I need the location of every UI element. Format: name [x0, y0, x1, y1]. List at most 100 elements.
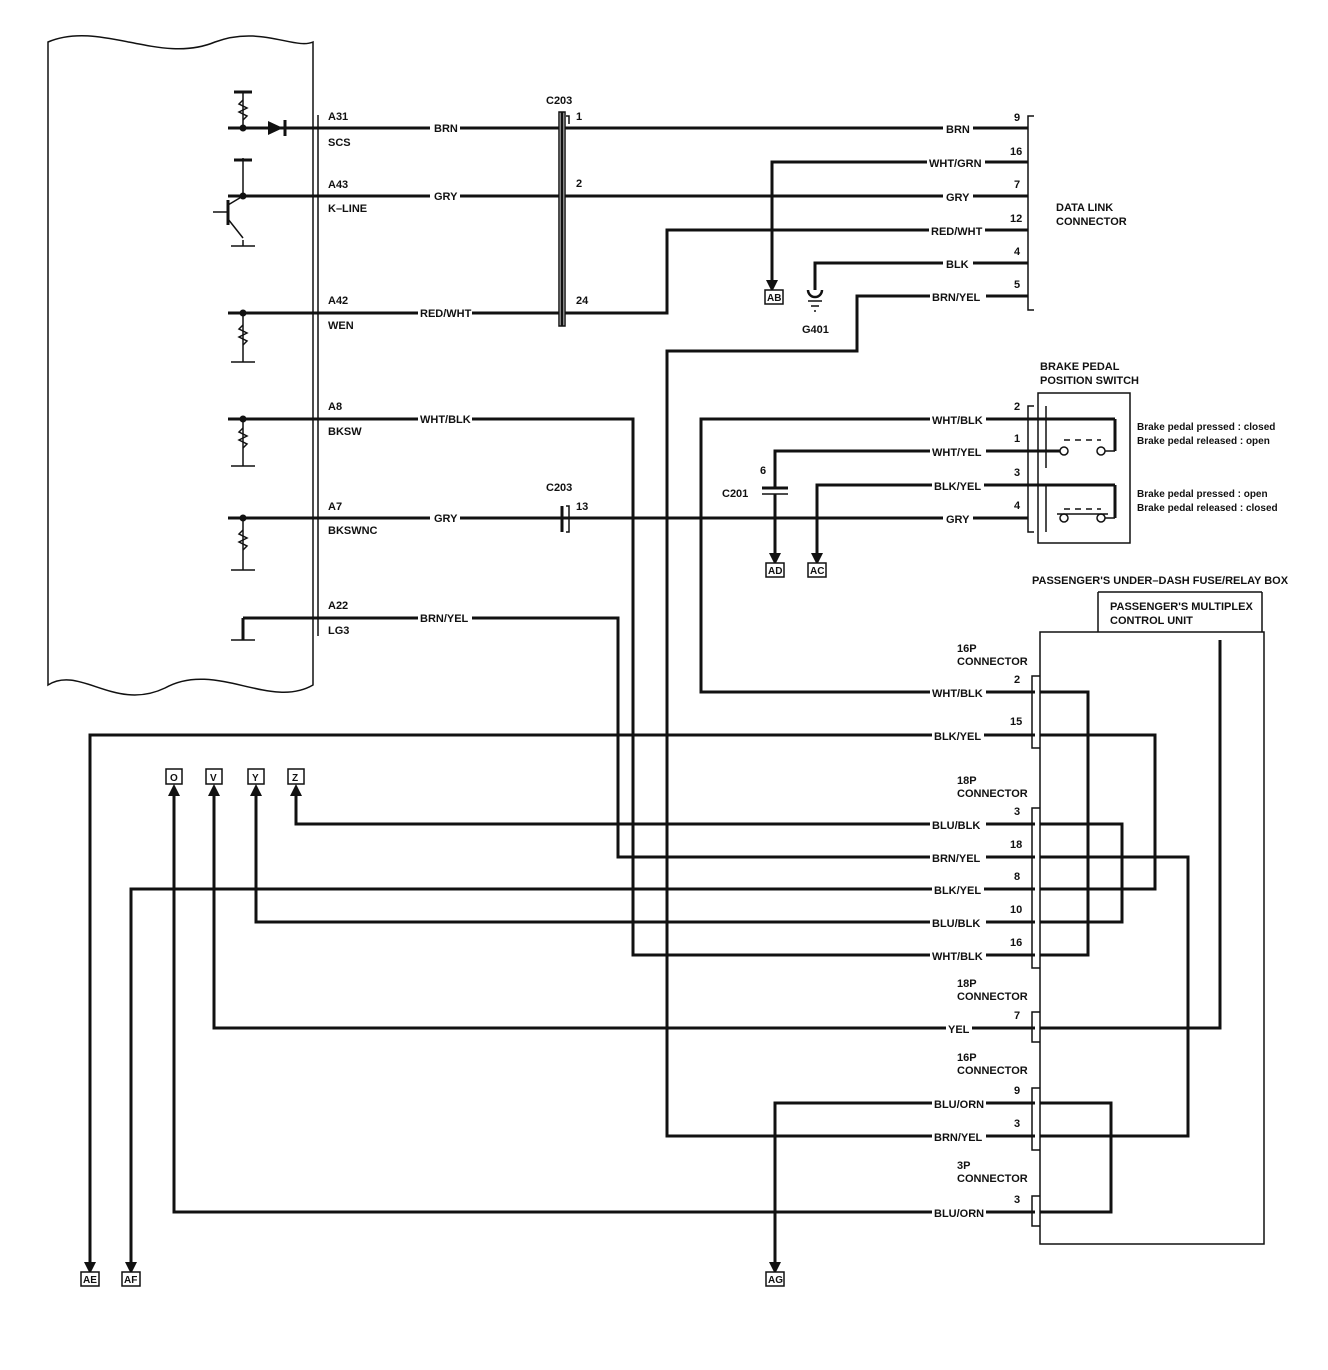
brake-switch-rows: WHT/BLK 2 WHT/YEL 1 BLK/YEL 3 GRY 4	[930, 401, 1021, 526]
tag-z: Z	[292, 773, 298, 784]
ecm-term-scs: SCS	[328, 137, 351, 149]
c4-pin-9: 9	[1014, 1085, 1020, 1097]
wire-label-gry: GRY	[434, 191, 458, 203]
tag-ae: AE	[83, 1275, 97, 1286]
tag-ac: AC	[810, 566, 824, 577]
wire-label-red-wht: RED/WHT	[420, 308, 472, 320]
tag-o: O	[170, 773, 178, 784]
c5-pin-3: 3	[1014, 1194, 1020, 1206]
brake-note-2b: Brake pedal released : closed	[1137, 503, 1278, 514]
tag-ad: AD	[768, 566, 782, 577]
brake-note-1b: Brake pedal released : open	[1137, 436, 1270, 447]
ecm-internal-circuits	[213, 90, 318, 641]
c2-pin-8: 8	[1014, 871, 1020, 883]
dlc-pin-12: 12	[1010, 213, 1022, 225]
diode-icon	[268, 121, 283, 135]
conn2-label-2: CONNECTOR	[957, 788, 1028, 800]
c1-wire-wht-blk: WHT/BLK	[932, 688, 983, 700]
arrow-icons	[84, 280, 823, 1274]
c2-wire-brn-yel: BRN/YEL	[932, 853, 981, 865]
c2-pin-18: 18	[1010, 839, 1022, 851]
tag-ab: AB	[767, 293, 781, 304]
dlc-pin-4: 4	[1014, 246, 1021, 258]
brake-switch-title-2: POSITION SWITCH	[1040, 375, 1139, 387]
dlc-wire-brn-yel: BRN/YEL	[932, 292, 981, 304]
brake-note-1a: Brake pedal pressed : closed	[1137, 422, 1275, 433]
multiplex-unit-label-2: CONTROL UNIT	[1110, 615, 1193, 627]
dlc-label-line2: CONNECTOR	[1056, 216, 1127, 228]
left-wire-labels: BRN GRY RED/WHT WHT/BLK GRY BRN/YEL	[418, 120, 472, 625]
conn5-label-2: CONNECTOR	[957, 1173, 1028, 1185]
conn3-label-1: 18P	[957, 978, 977, 990]
c203-label-2: C203	[546, 482, 572, 494]
ecm-term-kline: K–LINE	[328, 203, 367, 215]
ecm-terminal-labels: A31 SCS A43 K–LINE A42 WEN A8 BKSW A7 BK…	[328, 111, 378, 637]
conn1-label-2: CONNECTOR	[957, 656, 1028, 668]
conn5-label-1: 3P	[957, 1160, 970, 1172]
c1-pin-15: 15	[1010, 716, 1022, 728]
brake-pin-4: 4	[1014, 500, 1021, 512]
conn4-label-2: CONNECTOR	[957, 1065, 1028, 1077]
tag-af: AF	[124, 1275, 137, 1286]
brake-wire-wht-yel: WHT/YEL	[932, 447, 982, 459]
c2-wire-blk-yel: BLK/YEL	[934, 885, 981, 897]
boxed-tags: AB AD AC O V Y Z AE AF AG	[80, 289, 827, 1287]
wires	[88, 126, 1222, 1262]
wire-label-brn: BRN	[434, 123, 458, 135]
wire-label-gry-2: GRY	[434, 513, 458, 525]
conn4-label-1: 16P	[957, 1052, 977, 1064]
wire-label-brn-yel: BRN/YEL	[420, 613, 469, 625]
junction-dots	[239, 124, 247, 522]
c201-connector: 6 C201	[722, 465, 788, 500]
dlc-wire-blk: BLK	[946, 259, 969, 271]
brake-wire-gry: GRY	[946, 514, 970, 526]
tag-v: V	[210, 773, 217, 784]
c2-pin-10: 10	[1010, 904, 1022, 916]
c1-pin-2: 2	[1014, 674, 1020, 686]
c3-pin-7: 7	[1014, 1010, 1020, 1022]
ecm-term-bksw: BKSW	[328, 426, 362, 438]
tag-y: Y	[252, 773, 259, 784]
dlc-pin-16: 16	[1010, 146, 1022, 158]
ecm-term-lg3: LG3	[328, 625, 349, 637]
brake-note-2a: Brake pedal pressed : open	[1137, 489, 1268, 500]
conn1-label-1: 16P	[957, 643, 977, 655]
c2-wire-blu-blk-2: BLU/BLK	[932, 918, 980, 930]
c3-wire-yel: YEL	[948, 1024, 970, 1036]
dlc-wire-red-wht: RED/WHT	[931, 226, 983, 238]
dlc-pin-5: 5	[1014, 279, 1020, 291]
brake-pin-3: 3	[1014, 467, 1020, 479]
connector-rows: WHT/BLK 2 BLK/YEL 15 BLU/BLK 3 BRN/YEL 1…	[930, 674, 1022, 1220]
brake-wire-blk-yel: BLK/YEL	[934, 481, 981, 493]
c203-connector: C203 1 2 24 C203 13	[546, 95, 589, 533]
ecm-pin-a8: A8	[328, 401, 342, 413]
ground-icon: G401	[802, 289, 829, 336]
brake-pedal-switch: BRAKE PEDAL POSITION SWITCH Brake pedal …	[1027, 361, 1278, 544]
ground-label: G401	[802, 324, 829, 336]
ecm-body-outline	[47, 35, 314, 696]
c2-pin-16: 16	[1010, 937, 1022, 949]
ecm-pin-a7: A7	[328, 501, 342, 513]
c203-pin-1: 1	[576, 111, 582, 123]
c2-wire-blu-blk: BLU/BLK	[932, 820, 980, 832]
tag-ag: AG	[768, 1275, 783, 1286]
c2-pin-3: 3	[1014, 806, 1020, 818]
ecm-term-wen: WEN	[328, 320, 354, 332]
brake-switch-title-1: BRAKE PEDAL	[1040, 361, 1120, 373]
c1-wire-blk-yel: BLK/YEL	[934, 731, 981, 743]
c203-pin-2: 2	[576, 178, 582, 190]
c201-label: C201	[722, 488, 748, 500]
ecm-pin-a22: A22	[328, 600, 348, 612]
c201-pin-6: 6	[760, 465, 766, 477]
c4-wire-brn-yel: BRN/YEL	[934, 1132, 983, 1144]
fuse-relay-box: PASSENGER'S UNDER–DASH FUSE/RELAY BOX PA…	[1032, 575, 1289, 1245]
dlc-rows: BRN 9 WHT/GRN 16 GRY 7 RED/WHT 12 BLK 4 …	[927, 112, 1022, 304]
dlc-wire-wht-grn: WHT/GRN	[929, 158, 982, 170]
fuse-box-title: PASSENGER'S UNDER–DASH FUSE/RELAY BOX	[1032, 575, 1289, 587]
multiplex-unit-label-1: PASSENGER'S MULTIPLEX	[1110, 601, 1253, 613]
c5-wire-blu-orn: BLU/ORN	[934, 1208, 984, 1220]
c4-wire-blu-orn: BLU/ORN	[934, 1099, 984, 1111]
brake-pin-1: 1	[1014, 433, 1020, 445]
brake-pin-2: 2	[1014, 401, 1020, 413]
